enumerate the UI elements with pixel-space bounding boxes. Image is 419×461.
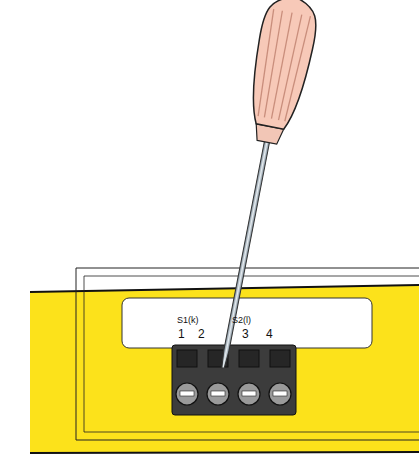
terminal-screw <box>269 383 291 405</box>
pin-number: 3 <box>242 328 249 340</box>
grip-ridge <box>285 15 311 122</box>
housing-edge <box>30 285 419 292</box>
pin-number: 2 <box>198 328 205 340</box>
wire-entry <box>239 350 259 367</box>
panel-outline <box>84 276 419 432</box>
terminal-block <box>172 345 296 415</box>
terminal-screw <box>238 383 260 405</box>
panel-outline <box>76 268 419 440</box>
wire-entry <box>270 350 290 367</box>
wire-entry <box>177 350 197 367</box>
terminal-screws <box>176 350 291 405</box>
screwdriver <box>196 0 321 373</box>
terminal-group-label: S1(k) <box>177 316 199 325</box>
housing-edge <box>30 452 419 453</box>
pin-number: 1 <box>178 328 185 340</box>
terminal-group-label: S2(l) <box>232 316 251 325</box>
pin-number: 4 <box>266 328 273 340</box>
terminal-screw <box>176 383 198 405</box>
screw-slot <box>211 391 225 396</box>
screw-slot <box>180 391 194 396</box>
terminal-screw <box>207 383 229 405</box>
screw-slot <box>242 391 256 396</box>
label-plate <box>122 298 372 348</box>
screw-slot <box>273 391 287 396</box>
